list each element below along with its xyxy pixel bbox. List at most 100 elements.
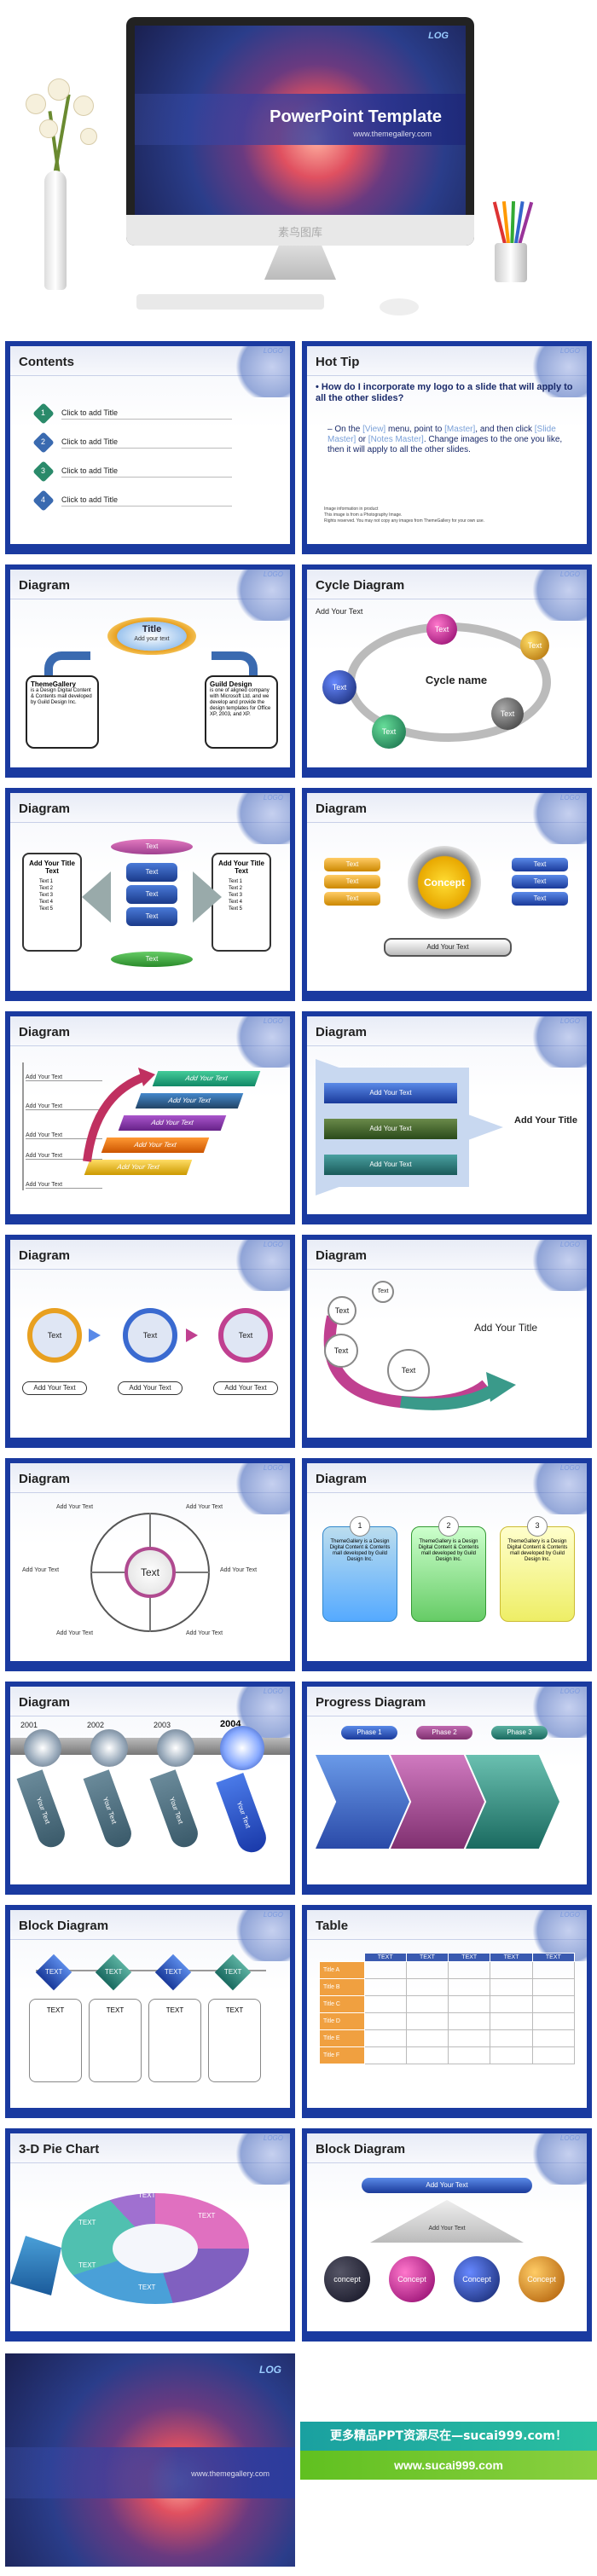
swirl-node: Text — [387, 1349, 430, 1392]
slide-3d-pie[interactable]: 3-D Pie Chart LOGO TEXT TEXT TEXT TEXT T… — [5, 2128, 295, 2342]
slide-block-diagram-2[interactable]: Block Diagram LOGO Add Your Text Add You… — [302, 2128, 592, 2342]
logo-text: LOGO — [263, 794, 283, 802]
monitor-chin: 素鸟图库 — [126, 215, 474, 246]
slide-title: Diagram — [19, 1025, 71, 1039]
ring-label: Add Your Text — [118, 1381, 183, 1395]
table-row: Title D — [319, 2012, 576, 2030]
arrow-right — [193, 871, 222, 923]
cycle-node: Text — [520, 631, 549, 660]
step: Add Your Text — [152, 1071, 261, 1086]
ring-label: Add Your Text — [22, 1381, 87, 1395]
slide-contents[interactable]: Contents LOGO 1 Click to add Title 2 Cli… — [5, 341, 295, 554]
slide-title: Diagram — [316, 802, 368, 816]
flower-icon — [80, 128, 97, 145]
block-body: TEXT — [208, 1999, 261, 2082]
bottom-disc: Text — [111, 952, 193, 967]
hot-tip-answer: – On the [View] menu, point to [Master],… — [327, 425, 563, 454]
timeline-node — [24, 1729, 61, 1767]
center-sub: Add your text — [134, 636, 170, 642]
slide-cycle-diagram[interactable]: Cycle Diagram LOGO Add Your Text Cycle n… — [302, 564, 592, 778]
log-mark: LOG — [428, 31, 449, 41]
concept-circle: Concept — [389, 2256, 435, 2302]
slide-diagram-swirl[interactable]: Diagram LOGO Text Text Text Text Add You… — [302, 1235, 592, 1448]
slide-diagram-bars-arrow[interactable]: Diagram LOGO Add Your Text Add Your Text… — [302, 1011, 592, 1224]
slide-title: Diagram — [19, 1472, 71, 1486]
logo-text: LOGO — [559, 1464, 580, 1472]
swirl-node: Text — [327, 1296, 356, 1325]
timeline-node — [90, 1729, 128, 1767]
slide-diagram-cards[interactable]: Diagram LOGO ThemeGallery is a Design Di… — [302, 1458, 592, 1671]
site-banner[interactable]: www.sucai999.com — [300, 2451, 597, 2480]
slide-diagram-title-boxes[interactable]: Diagram LOGO Title Add your text ThemeGa… — [5, 564, 295, 778]
contents-item[interactable]: Click to add Title — [61, 408, 232, 420]
logo-text: LOGO — [559, 570, 580, 578]
mouse-icon — [380, 298, 419, 315]
table-row: Title A — [319, 1961, 576, 1979]
slide-title: Block Diagram — [19, 1919, 109, 1933]
table-header: TEXT — [405, 1953, 449, 1962]
block-head: TEXT — [154, 1954, 192, 1991]
card-green: ThemeGallery is a Design Digital Content… — [411, 1526, 486, 1622]
slide-title: 3-D Pie Chart — [19, 2142, 100, 2156]
contents-item[interactable]: Click to add Title — [61, 466, 232, 478]
slide-diagram-rings[interactable]: Diagram LOGO Text Text Text Add Your Tex… — [5, 1235, 295, 1448]
slide-hot-tip[interactable]: Hot Tip LOGO • How do I incorporate my l… — [302, 341, 592, 554]
slide-title: Diagram — [316, 1248, 368, 1263]
slide-title: Diagram — [19, 1248, 71, 1263]
table-row: Title F — [319, 2046, 576, 2064]
monitor-screen: LOG PowerPoint Template www.themegallery… — [135, 26, 466, 215]
slide-progress-diagram[interactable]: Progress Diagram LOGO Phase 1 Phase 2 Ph… — [302, 1682, 592, 1895]
curved-arrow-icon — [83, 1068, 155, 1162]
slide-title: Diagram — [19, 578, 71, 593]
title-ellipse — [107, 617, 196, 655]
ending-url: www.themegallery.com — [191, 2469, 270, 2478]
logo-text: LOGO — [263, 1464, 283, 1472]
table-row: Title E — [319, 2029, 576, 2047]
concept-circle: concept — [324, 2256, 370, 2302]
contents-item[interactable]: Click to add Title — [61, 495, 232, 507]
slide-title: Progress Diagram — [316, 1695, 426, 1710]
slide-diagram-radial[interactable]: Diagram LOGO Text Add Your Text Add Your… — [5, 1458, 295, 1671]
slide-block-diagram[interactable]: Block Diagram LOGO TEXT TEXT TEXT TEXT T… — [5, 1905, 295, 2118]
timeline-label: Your Text — [16, 1769, 69, 1851]
monitor: LOG PowerPoint Template www.themegallery… — [126, 17, 474, 246]
pie-hole — [113, 2224, 198, 2273]
logo-text: LOGO — [559, 1911, 580, 1919]
promo-banner[interactable]: 更多精品PPT资源尽在—sucai999.com！ — [300, 2422, 597, 2451]
timeline-label-current: Your Text — [216, 1772, 270, 1857]
log-mark: LOG — [259, 2364, 281, 2376]
left-box: ThemeGallery is a Design Digital Content… — [26, 675, 99, 749]
logo-text: LOGO — [263, 1241, 283, 1248]
block-head: TEXT — [35, 1954, 72, 1991]
top-bar: Add Your Text — [362, 2178, 532, 2193]
ending-slide[interactable]: LOG www.themegallery.com — [5, 2353, 295, 2567]
arrow-right — [212, 651, 258, 677]
slide-table[interactable]: Table LOGO TEXT TEXT TEXT TEXT TEXT Titl… — [302, 1905, 592, 2118]
card-number: 3 — [527, 1516, 548, 1537]
slide-diagram-concept[interactable]: Diagram LOGO Text Text Text Concept Text… — [302, 788, 592, 1001]
hot-tip-question: How do I incorporate my logo to a slide … — [316, 382, 573, 403]
text-bar: Add Your Text — [324, 1083, 457, 1103]
contents-item[interactable]: Click to add Title — [61, 437, 232, 449]
pie-slice-pulled — [10, 2236, 61, 2295]
cycle-node: Text — [372, 715, 406, 749]
slide-title: Table — [316, 1919, 349, 1933]
hot-tip-fine-print: Image information in product This image … — [324, 507, 485, 524]
card-number: 2 — [438, 1516, 459, 1537]
logo-text: LOGO — [559, 1017, 580, 1025]
left-disc: Text — [324, 858, 380, 871]
add-title: Add Your Title — [474, 1322, 538, 1334]
phase-label: Phase 1 — [341, 1726, 397, 1740]
logo-text: LOGO — [263, 1911, 283, 1919]
swirl-node: Text — [324, 1334, 358, 1368]
cylinder: Text — [126, 863, 177, 882]
slide-diagram-stairs[interactable]: Diagram LOGO Add Your Text Add Your Text… — [5, 1011, 295, 1224]
cycle-node: Text — [322, 670, 356, 704]
left-disc: Text — [324, 875, 380, 889]
chevron-phase-1 — [316, 1755, 409, 1849]
slide-diagram-timeline[interactable]: Diagram LOGO 2001 2002 2003 2004 Your Te… — [5, 1682, 295, 1895]
top-disc: Text — [111, 839, 193, 854]
left-disc: Text — [324, 892, 380, 906]
slide-title: Block Diagram — [316, 2142, 406, 2156]
